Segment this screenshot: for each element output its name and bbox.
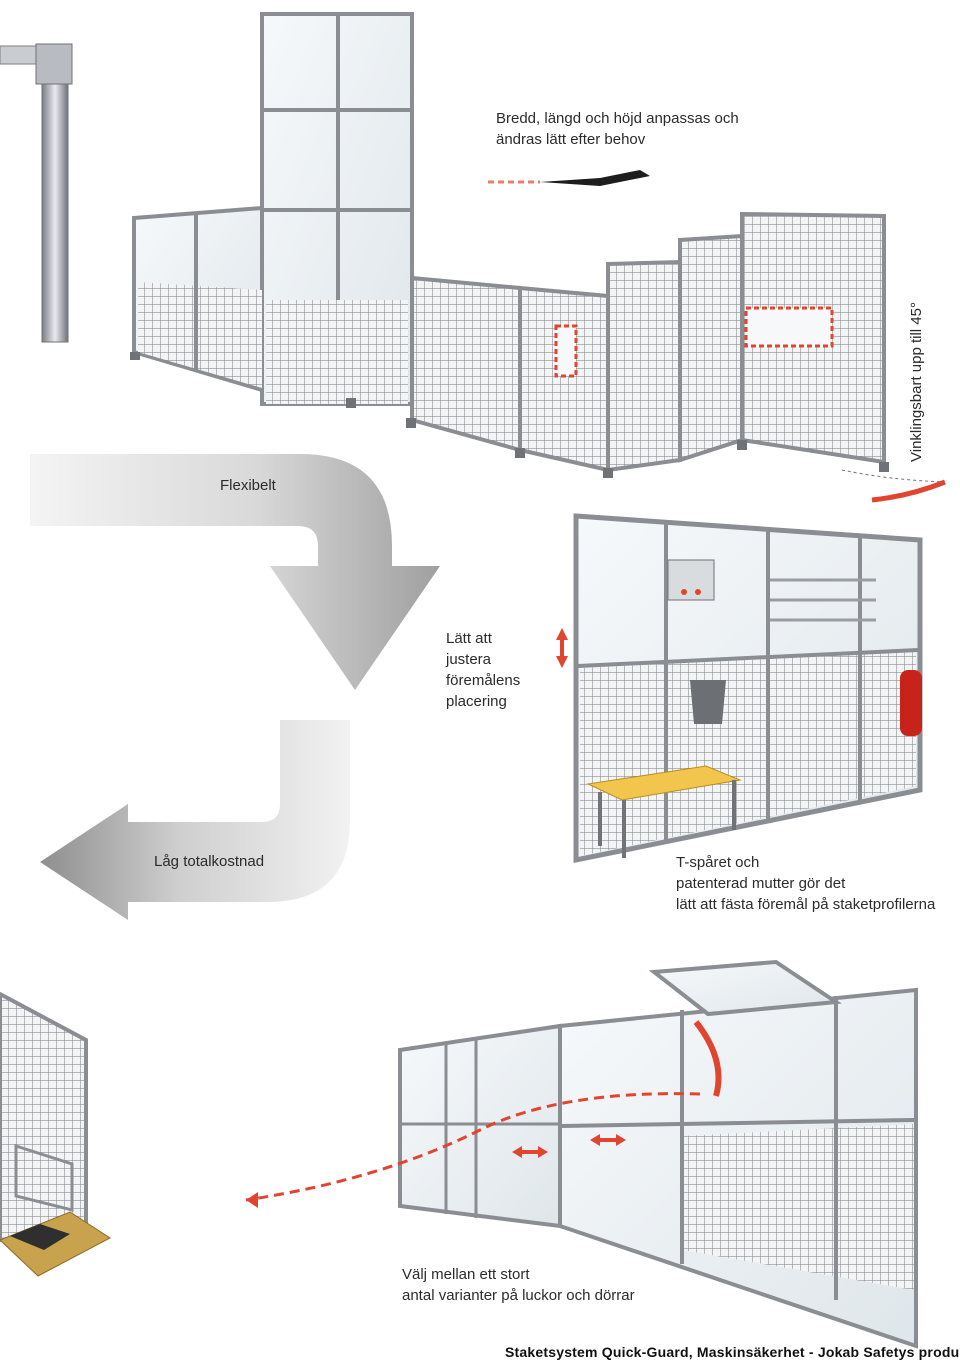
- caption-t-track-line-3: lätt att fästa föremål på staketprofiler…: [676, 896, 936, 913]
- caption-flexible: Flexibelt: [220, 477, 276, 494]
- caption-easy-adjust-line-3: föremålens: [446, 672, 521, 689]
- caption-easy-adjust-line-2: justera: [446, 651, 492, 668]
- corner-profile-illustration: [0, 43, 73, 343]
- doors-hatches-illustration: [0, 959, 918, 1349]
- footer-text: Staketsystem Quick-Guard, Maskinsäkerhet…: [505, 1344, 960, 1360]
- caption-t-track: T-spåret och patenterad mutter gör det l…: [676, 852, 935, 915]
- caption-adjustable: Bredd, längd och höjd anpassas och ändra…: [496, 108, 739, 150]
- bench-fence-illustration: [556, 513, 923, 864]
- caption-low-cost: Låg totalkostnad: [154, 853, 265, 870]
- caption-choose: Välj mellan ett stort antal varianter på…: [402, 1264, 635, 1306]
- caption-adjustable-line-2: ändras lätt efter behov: [496, 131, 646, 148]
- caption-angle: Vinklingsbart upp till 45°: [908, 302, 925, 462]
- fence-row-illustration: [130, 12, 946, 503]
- caption-easy-adjust: Lätt att justera föremålens placering: [446, 628, 520, 712]
- caption-choose-line-2: antal varianter på luckor och dörrar: [402, 1287, 635, 1304]
- caption-choose-line-1: Välj mellan ett stort: [402, 1266, 530, 1283]
- flow-arrow-graphic: [30, 454, 440, 920]
- caption-easy-adjust-line-1: Lätt att: [446, 630, 492, 647]
- caption-t-track-line-2: patenterad mutter gör det: [676, 875, 846, 892]
- caption-easy-adjust-line-4: placering: [446, 693, 507, 710]
- caption-t-track-line-1: T-spåret och: [676, 854, 760, 871]
- page-footer: Staketsystem Quick-Guard, Maskinsäkerhet…: [505, 1344, 960, 1360]
- caption-adjustable-line-1: Bredd, längd och höjd anpassas och: [496, 110, 739, 127]
